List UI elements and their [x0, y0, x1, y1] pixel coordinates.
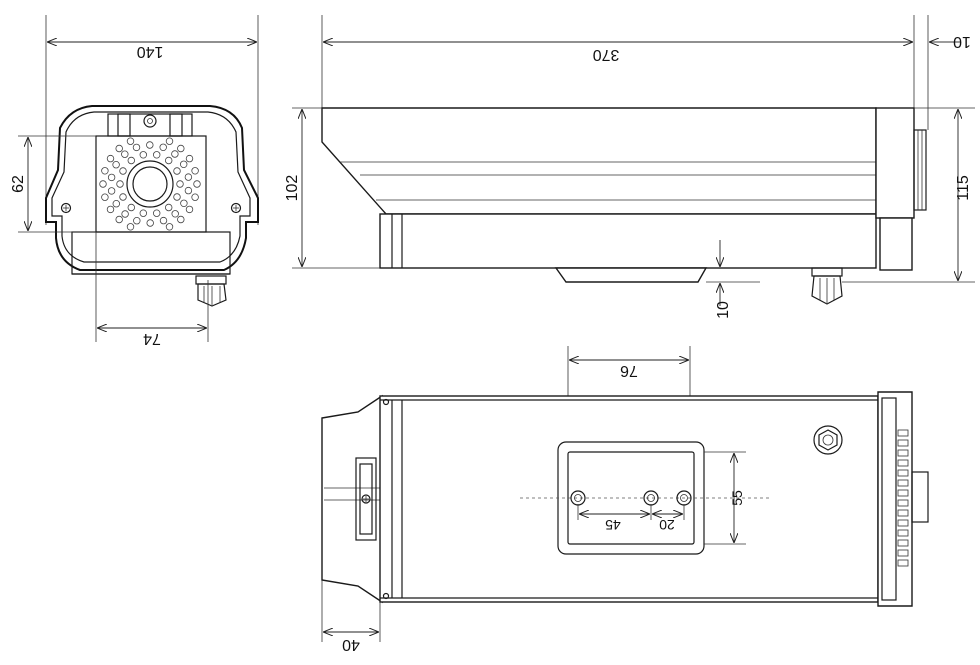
dim-front-bottom-width: 74 [143, 330, 161, 347]
led [165, 137, 174, 145]
led [173, 193, 181, 201]
fin-slot [897, 489, 909, 497]
led [133, 216, 141, 225]
led [99, 180, 107, 188]
led [191, 193, 199, 201]
dim-bottom-mount-width: 76 [620, 362, 638, 379]
led [173, 167, 181, 175]
rear-fins [897, 429, 909, 567]
led [184, 173, 193, 181]
led [185, 205, 194, 214]
led [164, 203, 173, 212]
led [119, 193, 127, 201]
side-view: 370 10 102 115 [284, 15, 975, 319]
led [159, 143, 167, 151]
led [164, 156, 173, 165]
fin-slot [897, 469, 909, 477]
led [139, 151, 147, 159]
dim-hole-spacing-20: 20 [659, 517, 675, 533]
dim-front-width: 140 [137, 43, 164, 60]
led [121, 150, 129, 158]
fin-slot [897, 439, 909, 447]
led [171, 210, 179, 218]
led [165, 223, 174, 231]
led [132, 143, 141, 152]
fin-slot [897, 449, 909, 457]
fin-slot [897, 509, 909, 517]
led [107, 173, 116, 182]
led [152, 151, 161, 159]
fin-slot [897, 479, 909, 487]
fin-slot [897, 549, 909, 557]
fin-slot [897, 459, 909, 467]
led [126, 137, 135, 145]
led [115, 144, 123, 153]
fin-slot [897, 539, 909, 547]
led [139, 209, 147, 217]
led [106, 154, 115, 163]
led [152, 209, 161, 217]
fin-slot [897, 529, 909, 537]
led [191, 167, 199, 175]
led [177, 215, 185, 224]
led [193, 180, 201, 188]
dim-front-height: 62 [10, 175, 27, 193]
front-view: 140 62 [10, 15, 259, 347]
led [115, 215, 123, 224]
led [116, 180, 124, 188]
dim-side-body-height: 102 [284, 175, 301, 202]
dim-side-offset: 10 [953, 33, 971, 50]
dim-bottom-depth: 40 [342, 636, 360, 653]
led [112, 160, 120, 169]
led [185, 154, 194, 163]
led [184, 186, 193, 195]
led [101, 193, 109, 201]
led [101, 167, 109, 175]
led [180, 199, 188, 207]
dim-side-length: 370 [593, 46, 620, 63]
dim-mount-height: 55 [729, 490, 745, 506]
led [177, 144, 185, 153]
led [112, 199, 120, 208]
led [176, 180, 184, 188]
led [121, 210, 129, 218]
led [179, 160, 188, 168]
led [107, 187, 116, 195]
dim-side-total-height: 115 [955, 175, 972, 201]
led [106, 205, 115, 214]
led [146, 141, 154, 149]
fin-slot [897, 559, 909, 567]
dim-hole-spacing-45: 45 [605, 517, 621, 533]
fin-slot [897, 519, 909, 527]
led [146, 219, 154, 227]
dim-side-bottom-gap: 10 [715, 301, 732, 319]
fin-slot [897, 429, 909, 437]
led [127, 156, 135, 165]
fin-slot [897, 499, 909, 507]
led [171, 150, 179, 158]
led [119, 167, 127, 175]
led [127, 203, 135, 212]
led [159, 216, 168, 225]
led-ring [99, 137, 201, 231]
led [126, 223, 135, 231]
bottom-view: 76 [321, 346, 929, 653]
